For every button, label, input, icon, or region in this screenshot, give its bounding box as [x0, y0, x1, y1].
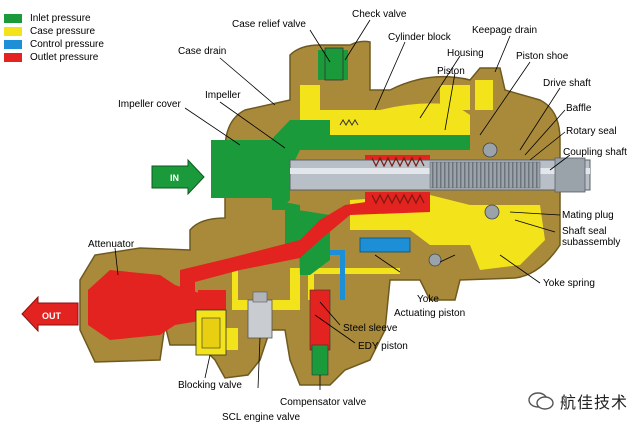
control-pressure-region [330, 237, 411, 300]
legend-label: Case pressure [30, 26, 96, 37]
label-yoke: Yoke [417, 294, 439, 305]
out-arrow-label: OUT [42, 311, 62, 321]
label-keepage-drain: Keepage drain [472, 25, 538, 36]
watermark-text: 航佳技术 [559, 395, 628, 412]
label-case-relief-valve: Case relief valve [232, 19, 306, 30]
out-arrow: OUT [21, 295, 79, 333]
label-rotary-seal: Rotary seal [566, 126, 617, 137]
scl-engine-valve [247, 291, 273, 339]
label-piston-shoe: Piston shoe [516, 51, 569, 62]
label-cylinder-block: Cylinder block [388, 32, 451, 43]
leader-lines [114, 19, 571, 390]
piston-springs [371, 156, 425, 205]
label-impeller-cover: Impeller cover [118, 99, 181, 110]
label-baffle: Baffle [566, 103, 592, 114]
legend-item-control: Control pressure [4, 38, 104, 51]
label-actuating-piston: Actuating piston [394, 308, 466, 319]
label-coupling-shaft: Coupling shaft [563, 147, 627, 158]
label-impeller: Impeller [205, 90, 241, 101]
pressure-legend: Inlet pressure Case pressure Control pre… [4, 12, 104, 64]
legend-label: Outlet pressure [30, 52, 99, 63]
drive-shaft [289, 157, 591, 193]
legend-item-case: Case pressure [4, 25, 104, 38]
label-drive-shaft: Drive shaft [543, 78, 591, 89]
in-arrow-label: IN [170, 173, 179, 183]
label-housing: Housing [447, 48, 484, 59]
legend-swatch [4, 53, 22, 62]
legend-label: Inlet pressure [30, 13, 91, 24]
in-arrow: IN [151, 158, 205, 196]
label-case-drain: Case drain [178, 46, 227, 57]
blocking-valve [195, 309, 227, 356]
watermark: 航佳技术 [528, 389, 628, 413]
label-shaft-seal: Shaft seal [562, 226, 607, 237]
label-attenuator: Attenuator [88, 239, 135, 250]
label-edy-piston: EDY piston [358, 341, 408, 352]
label-compensator-valve: Compensator valve [280, 397, 367, 408]
label-yoke-spring: Yoke spring [543, 278, 595, 289]
label-blocking-valve: Blocking valve [178, 380, 242, 391]
check-valve [324, 47, 359, 126]
label-mating-plug: Mating plug [562, 210, 614, 221]
bearing-balls [428, 142, 500, 267]
label-steel-sleeve: Steel sleeve [343, 323, 398, 334]
wechat-logo-icon [528, 392, 554, 410]
inlet-pressure-region [211, 50, 470, 275]
label-piston: Piston [437, 66, 465, 77]
legend-swatch [4, 40, 22, 49]
legend-swatch [4, 14, 22, 23]
legend-item-outlet: Outlet pressure [4, 51, 104, 64]
label-check-valve: Check valve [352, 9, 407, 20]
label-scl-engine-valve: SCL engine valve [222, 412, 301, 423]
legend-item-inlet: Inlet pressure [4, 12, 104, 25]
label-shaft-seal-subassembly: subassembly [562, 237, 621, 248]
legend-label: Control pressure [30, 39, 104, 50]
legend-swatch [4, 27, 22, 36]
compensator-valve [309, 289, 331, 376]
